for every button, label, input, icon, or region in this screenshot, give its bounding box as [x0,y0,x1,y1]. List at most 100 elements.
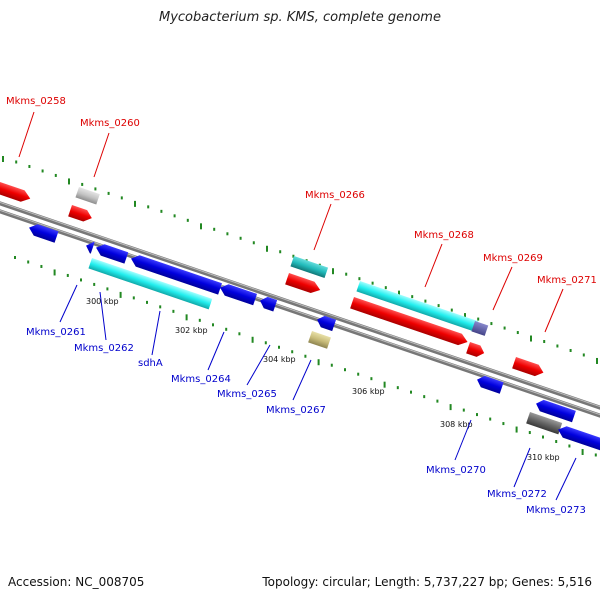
minor-tick [357,372,360,376]
gene-arrow[interactable] [75,187,100,205]
map-title: Mycobacterium sp. KMS, complete genome [159,10,441,25]
minor-tick [239,236,242,240]
minor-tick [147,205,150,209]
gene-arrow[interactable] [84,240,95,254]
minor-tick [569,348,572,352]
gene-label[interactable]: Mkms_0268 [414,230,474,241]
minor-tick [424,299,427,303]
gene-arrow[interactable] [350,297,469,348]
minor-tick [543,340,546,344]
gene-label[interactable]: Mkms_0271 [537,275,597,286]
minor-tick [568,444,571,448]
scale-tick-label: 302 kbp [175,326,208,335]
gene-arrow[interactable] [315,314,337,332]
major-tick [464,313,466,320]
gene-label[interactable]: Mkms_0270 [426,465,486,476]
minor-tick [291,350,294,354]
gene-arrow[interactable] [129,253,222,295]
gene-arrow[interactable] [534,398,576,423]
minor-tick [450,308,453,312]
minor-tick [132,296,135,300]
gene-label[interactable]: Mkms_0272 [487,489,547,500]
gene-label[interactable]: Mkms_0261 [26,327,86,338]
gene-arrow[interactable] [512,357,545,378]
minor-tick [370,377,373,381]
gene-arrow[interactable] [526,412,563,435]
major-tick [119,291,122,298]
gene-label[interactable]: Mkms_0269 [483,253,543,264]
upper-tick-row [2,156,598,364]
minor-tick [292,254,295,258]
minor-tick [542,435,544,439]
gene-label[interactable]: Mkms_0267 [266,405,326,416]
minor-tick [226,232,229,236]
forward-gene-labels [18,111,564,333]
minor-tick [107,191,110,195]
gene-arrow[interactable] [308,331,331,349]
minor-tick [278,345,280,349]
gene-label[interactable]: Mkms_0273 [526,505,586,516]
minor-tick [106,287,109,291]
minor-tick [556,344,559,348]
minor-tick [212,323,214,327]
minor-tick [225,327,228,331]
backbone-lower [0,209,600,418]
gene-arrow[interactable] [356,281,479,332]
major-tick [200,223,202,230]
gene-arrow[interactable] [466,342,486,359]
gene-label[interactable]: Mkms_0260 [80,118,140,129]
minor-tick [502,422,505,426]
minor-tick [555,440,558,444]
minor-tick [14,256,16,259]
minor-tick [264,341,267,345]
gene-label[interactable]: Mkms_0262 [74,343,134,354]
minor-tick [436,399,439,403]
scale-tick-label: 304 kbp [263,355,296,364]
major-tick [185,314,188,321]
gene-arrow[interactable] [88,258,213,310]
gene-arrow[interactable] [471,321,489,336]
gene-arrow[interactable] [0,182,32,204]
minor-tick [66,273,69,277]
backbone-upper [0,201,600,410]
minor-tick [252,241,255,245]
gene-arrow[interactable] [68,205,94,224]
minor-tick [279,250,282,254]
minor-tick [477,317,480,321]
major-tick [383,381,386,388]
genome-summary-text: Topology: circular; Length: 5,737,227 bp… [262,575,592,589]
minor-tick [304,354,307,358]
gene-label[interactable]: Mkms_0265 [217,389,277,400]
minor-tick [160,209,163,213]
minor-tick [81,182,84,186]
major-tick [53,269,56,276]
gene-label[interactable]: Mkms_0266 [305,190,365,201]
gene-arrow[interactable] [475,374,504,394]
gene-label[interactable]: sdhA [138,358,163,369]
gene-arrow[interactable] [27,222,59,243]
major-tick [68,178,70,185]
gene-label[interactable]: Mkms_0258 [6,96,66,107]
major-tick [266,245,268,252]
minor-tick [371,281,374,285]
gene-label[interactable]: Mkms_0264 [171,374,231,385]
reverse-gene-labels [59,284,577,501]
gene-arrow[interactable] [218,282,258,306]
minor-tick [120,196,123,200]
gene-arrow[interactable] [285,273,322,296]
minor-tick [476,413,478,417]
gene-arrow[interactable] [258,295,278,312]
minor-tick [437,304,440,308]
gene-arrow[interactable] [290,256,329,279]
minor-tick [411,295,414,299]
minor-tick [40,264,43,268]
minor-tick [582,353,585,357]
minor-tick [159,305,162,309]
minor-tick [516,331,519,335]
minor-tick [94,187,97,191]
minor-tick [198,318,201,322]
major-tick [398,290,400,297]
minor-tick [238,332,241,336]
gene-arrow[interactable] [556,424,600,452]
gene-arrow[interactable] [94,242,129,264]
